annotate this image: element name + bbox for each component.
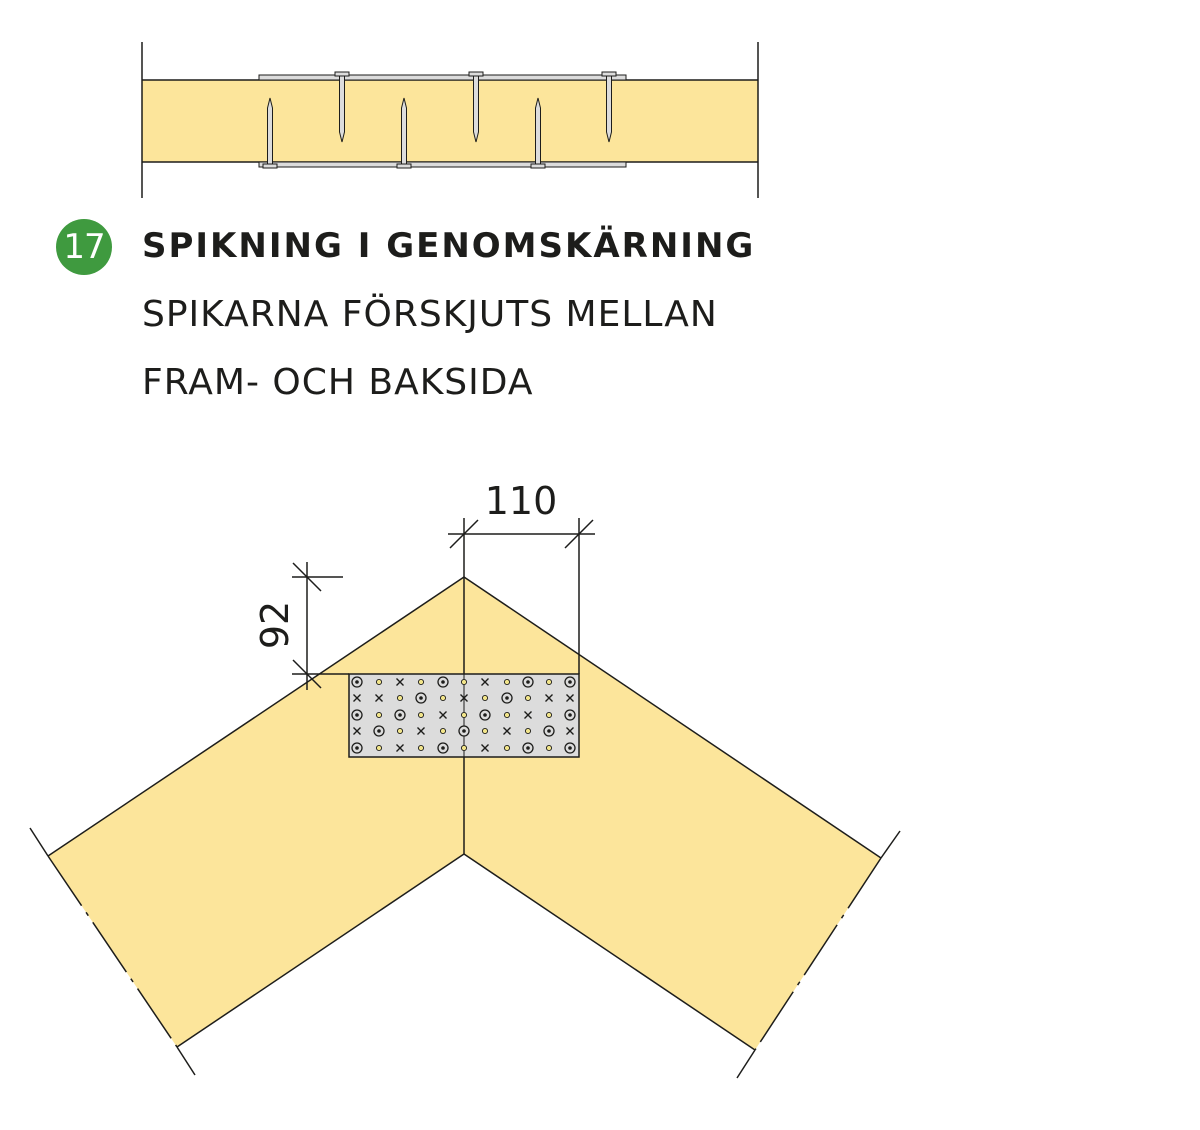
break-lines [29, 827, 901, 1079]
dimension-width-label: 110 [485, 479, 558, 523]
nail-mark [524, 711, 532, 719]
nail-hole [462, 729, 466, 733]
nail-mark [481, 744, 489, 752]
nail-hole [503, 678, 511, 686]
nail-hole [481, 727, 489, 735]
nail-hole [568, 680, 572, 684]
nail-hole [441, 746, 445, 750]
nail-mark [566, 727, 574, 735]
nail-mark [417, 727, 425, 735]
top-nails [334, 71, 617, 143]
nail-hole [547, 729, 551, 733]
nail-hole [545, 744, 553, 752]
nail-hole [417, 744, 425, 752]
nail-hole [481, 694, 489, 702]
nail-hole [503, 744, 511, 752]
nail [468, 71, 484, 143]
right-member [464, 577, 881, 1050]
nail-hole [441, 680, 445, 684]
nail-hole [503, 711, 511, 719]
nail-hole [483, 713, 487, 717]
nail [334, 71, 350, 143]
top-nail-plate [258, 74, 627, 81]
nail-hole [568, 746, 572, 750]
nail-hole [568, 713, 572, 717]
figure-description-line2: FRAM- OCH BAKSIDA [142, 362, 534, 403]
nail-hole [355, 713, 359, 717]
nail-hole [526, 746, 530, 750]
nail-hole [524, 694, 532, 702]
figure-title: SPIKNING I GENOMSKÄRNING [142, 226, 756, 266]
nail-mark [396, 744, 404, 752]
nail-hole [375, 744, 383, 752]
nail-hole [355, 680, 359, 684]
nail-hole [505, 696, 509, 700]
nail-mark [481, 678, 489, 686]
nail-hole [460, 744, 468, 752]
nail-hole [524, 727, 532, 735]
dimension-height-label: 92 [253, 601, 297, 649]
nail-mark [353, 694, 361, 702]
nail [530, 97, 546, 169]
bottom-nails [262, 97, 546, 169]
cross-section-wood [142, 80, 758, 162]
bottom-nail-plate [258, 161, 627, 168]
nail [262, 97, 278, 169]
figure-description-line1: SPIKARNA FÖRSKJUTS MELLAN [142, 294, 718, 335]
nail-hole [355, 746, 359, 750]
dimension-width [448, 518, 595, 674]
nail-mark [545, 694, 553, 702]
nail-mark [375, 694, 383, 702]
nail [601, 71, 617, 143]
nail-mark [353, 727, 361, 735]
figure-number-badge: 17 [56, 219, 112, 275]
nail-hole [398, 713, 402, 717]
nail [396, 97, 412, 169]
nail-hole [545, 711, 553, 719]
nail-mark [439, 711, 447, 719]
nail-hole [375, 678, 383, 686]
nail-hole [439, 694, 447, 702]
nail-mark [566, 694, 574, 702]
nail-plate [348, 673, 580, 758]
nail-hole [417, 678, 425, 686]
nail-hole [460, 711, 468, 719]
joint-view: 110 92 [29, 479, 901, 1079]
nail-hole [526, 680, 530, 684]
nail-hole [377, 729, 381, 733]
cross-section-view [141, 42, 759, 198]
nail-hole [375, 711, 383, 719]
nail-hole [396, 694, 404, 702]
nail-mark [396, 678, 404, 686]
nail-hole [439, 727, 447, 735]
nail-hole [545, 678, 553, 686]
nail-mark [460, 694, 468, 702]
nail-hole [419, 696, 423, 700]
nail-hole [396, 727, 404, 735]
nail-hole [417, 711, 425, 719]
dimension-height [292, 562, 349, 690]
nail-mark [503, 727, 511, 735]
nail-hole [460, 678, 468, 686]
